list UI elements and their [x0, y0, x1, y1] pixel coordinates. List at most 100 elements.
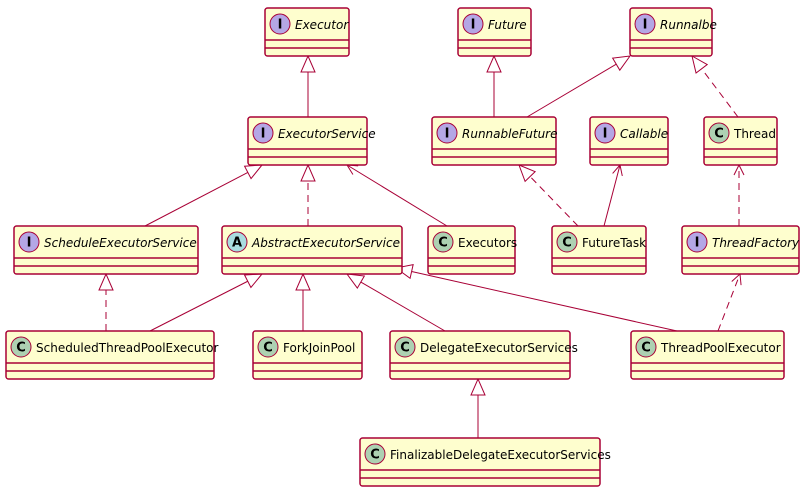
interface-badge-icon [436, 122, 458, 144]
relation-implements-scheduled-thread-pool-executor-to-schedule-executor-service [98, 272, 114, 331]
class-node-finalizable-delegate-executor-services: C FinalizableDelegateExecutorServices [359, 437, 611, 487]
class-name: ScheduledThreadPoolExecutor [36, 341, 218, 355]
class-name: ExecutorService [278, 127, 376, 141]
badge-letter: C [438, 236, 448, 251]
relation-extends-runnable-future-to-future [486, 54, 502, 117]
arrowhead-hollow-triangle [611, 55, 632, 72]
class-box [359, 437, 601, 487]
class-node-executors: C Executors [427, 225, 517, 275]
class-node-fork-join-pool: C ForkJoinPool [252, 330, 363, 380]
class-badge-icon [708, 122, 730, 144]
badge-letter: C [400, 341, 410, 356]
class-box [681, 225, 800, 275]
arrowhead-hollow-triangle [518, 164, 537, 183]
relation-association-future-task-to-callable [603, 163, 623, 227]
class-name: Runnalbe [660, 18, 717, 32]
relation-extends-fork-join-pool-to-abstract-executor-service [295, 272, 311, 331]
interface-badge-icon [594, 122, 616, 144]
class-badge-icon [432, 231, 454, 253]
class-node-runnalbe: I Runnalbe [629, 7, 717, 57]
class-name: Executor [295, 18, 349, 32]
class-box [247, 116, 368, 166]
class-name: ForkJoinPool [283, 341, 355, 355]
relation-line [701, 68, 739, 118]
class-node-executor-service: I ExecutorService [247, 116, 376, 166]
relation-line [144, 171, 249, 227]
arrowhead-hollow-triangle [691, 55, 709, 74]
class-box [5, 330, 215, 380]
interface-badge-icon [634, 13, 656, 35]
class-name: AbstractExecutorService [251, 236, 400, 250]
arrowhead-hollow-triangle [486, 54, 502, 73]
class-box [252, 330, 363, 380]
interface-badge-icon [686, 231, 708, 253]
arrowhead-hollow-triangle [243, 164, 264, 180]
class-name: RunnableFuture [462, 127, 558, 141]
relation-implements-abstract-executor-service-to-executor-service [300, 163, 316, 226]
class-node-runnable-future: I RunnableFuture [431, 116, 558, 166]
badge-letter: I [643, 18, 648, 33]
class-badge-icon [635, 336, 657, 358]
relation-line [346, 164, 448, 227]
badge-letter: C [641, 341, 651, 356]
relation-line [360, 281, 446, 332]
relation-extends-finalizable-delegate-executor-services-to-delegate-executor-services [470, 377, 486, 438]
interface-badge-icon [462, 13, 484, 35]
arrowhead-hollow-triangle [345, 273, 366, 290]
class-name: Callable [620, 127, 668, 141]
class-name: Thread [733, 127, 776, 141]
class-node-callable: I Callable [589, 116, 669, 166]
arrowhead-hollow-triangle [300, 163, 316, 182]
class-box [221, 225, 403, 275]
class-node-thread: C Thread [703, 116, 778, 166]
class-badge-icon [394, 336, 416, 358]
arrowhead-hollow-triangle [470, 377, 486, 396]
badge-letter: I [261, 127, 266, 142]
relation-line [526, 63, 617, 118]
relation-edges [98, 54, 745, 438]
badge-letter: I [471, 18, 476, 33]
class-box [630, 330, 785, 380]
arrowhead-hollow-triangle [300, 54, 316, 73]
class-name: ThreadFactory [712, 236, 800, 250]
class-badge-icon [10, 336, 32, 358]
arrowhead-hollow-triangle [295, 272, 311, 291]
class-box [389, 330, 571, 380]
relation-extends-schedule-executor-service-to-executor-service [144, 164, 264, 227]
badge-letter: C [263, 341, 273, 356]
relation-extends-runnable-future-to-runnalbe [526, 55, 632, 118]
class-box [431, 116, 557, 166]
badge-letter: I [278, 18, 283, 33]
relation-line [529, 176, 579, 227]
relation-dependency-thread-factory-to-thread [733, 163, 745, 226]
arrowhead-hollow-triangle [243, 273, 264, 289]
badge-letter: A [232, 236, 242, 251]
interface-badge-icon [18, 231, 40, 253]
abstract-badge-icon [226, 231, 248, 253]
relation-extends-executor-service-to-executor [300, 54, 316, 117]
badge-letter: C [370, 448, 380, 463]
class-name: FinalizableDelegateExecutorServices [390, 448, 611, 462]
badge-letter: I [27, 236, 32, 251]
badge-letter: C [714, 127, 724, 142]
class-name: ScheduleExecutorService [44, 236, 197, 250]
class-node-scheduled-thread-pool-executor: C ScheduledThreadPoolExecutor [5, 330, 218, 380]
class-badge-icon [364, 443, 386, 465]
class-node-delegate-executor-services: C DelegateExecutorServices [389, 330, 578, 380]
badge-letter: I [603, 127, 608, 142]
class-name: ThreadPoolExecutor [660, 341, 781, 355]
class-node-executor: I Executor [264, 7, 350, 57]
relation-extends-delegate-executor-services-to-abstract-executor-service [345, 273, 446, 332]
badge-letter: C [16, 341, 26, 356]
badge-letter: I [445, 127, 450, 142]
interface-badge-icon [269, 13, 291, 35]
relation-implements-future-task-to-runnable-future [518, 164, 579, 227]
class-name: DelegateExecutorServices [420, 341, 578, 355]
class-name: Executors [458, 236, 517, 250]
relation-implements-thread-to-runnalbe [691, 55, 739, 118]
class-badge-icon [556, 231, 578, 253]
